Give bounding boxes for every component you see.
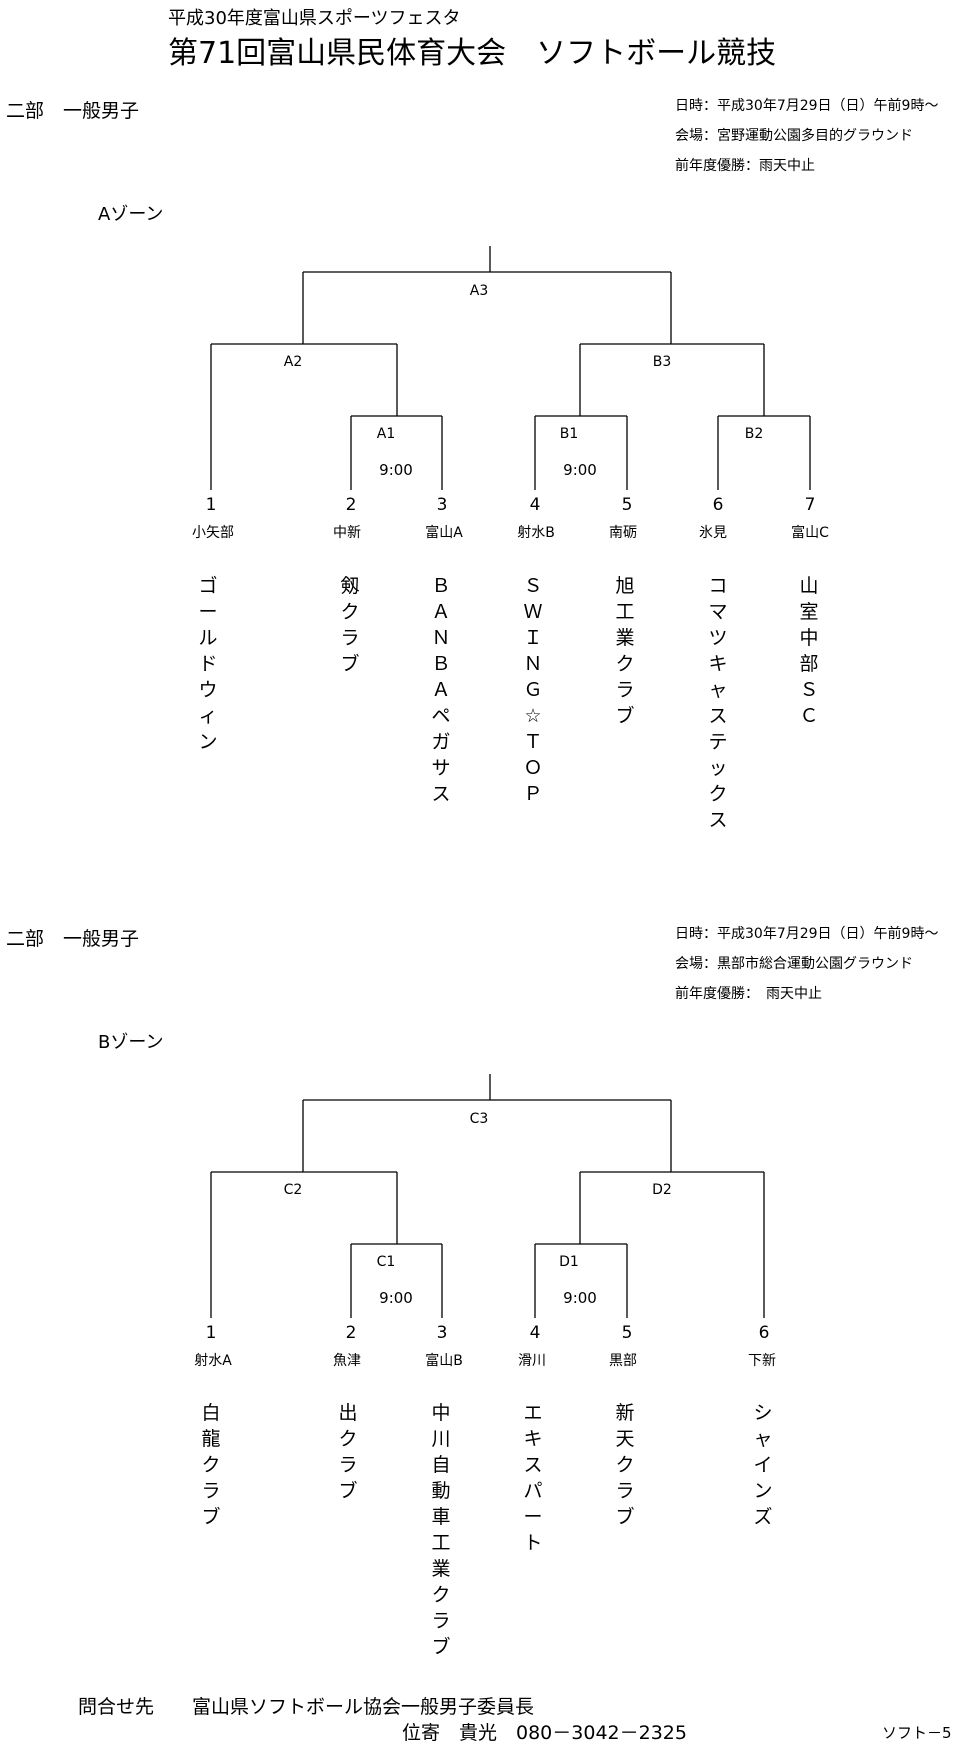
team-area: 黒部 [609, 1353, 637, 1369]
team-area: 小矢部 [192, 525, 234, 541]
bracket-lines [210, 1074, 765, 1318]
seed-number: 1 [205, 1323, 217, 1343]
team-name: 中川自動車工業クラブ [431, 1402, 451, 1658]
match-label: B1 [559, 426, 579, 442]
seed-number: 4 [529, 495, 541, 515]
match-label: A3 [469, 283, 489, 299]
seed-number: 4 [529, 1323, 541, 1343]
seed-number: 3 [436, 1323, 448, 1343]
division-label: 二部 一般男子 [6, 928, 140, 950]
team-name: 白龍クラブ [201, 1402, 221, 1528]
team-area: 下新 [748, 1353, 776, 1369]
team-area: 魚津 [333, 1353, 361, 1369]
seed-number: 6 [758, 1323, 770, 1343]
match-time: 9:00 [563, 1289, 597, 1307]
team-area: 中新 [333, 525, 361, 541]
team-name: 旭工業クラブ [615, 575, 635, 727]
event-title: 第71回富山県民体育大会 ソフトボール競技 [168, 36, 777, 71]
seed-number: 3 [436, 495, 448, 515]
division-label: 二部 一般男子 [6, 100, 140, 122]
team-name: 新天クラブ [615, 1402, 635, 1528]
match-label: C2 [283, 1182, 303, 1198]
team-name: エキスパート [523, 1402, 543, 1554]
team-name: 山室中部ＳＣ [799, 575, 819, 727]
zone-label: Aゾーン [98, 204, 164, 225]
seed-number: 1 [205, 495, 217, 515]
match-label: A2 [283, 354, 303, 370]
seed-number: 2 [345, 495, 357, 515]
match-time: 9:00 [379, 1289, 413, 1307]
match-label: B3 [652, 354, 672, 370]
team-area: 滑川 [518, 1353, 546, 1369]
team-name: ＳＷＩＮＧ☆ＴＯＰ [523, 575, 543, 805]
match-label: D1 [559, 1254, 579, 1270]
seed-number: 6 [712, 495, 724, 515]
team-name: ＢＡＮＢＡペガサス [431, 575, 451, 805]
contact-phone: 位寄 貴光 080－3042－2325 [402, 1722, 687, 1744]
team-name: 剱クラブ [340, 575, 360, 675]
event-subtitle: 平成30年度富山県スポーツフェスタ [168, 8, 461, 29]
match-label: B2 [744, 426, 764, 442]
previous-winner: 前年度優勝：雨天中止 [675, 158, 815, 174]
team-area: 南砺 [609, 525, 637, 541]
seed-number: 5 [621, 495, 633, 515]
previous-winner: 前年度優勝： 雨天中止 [675, 986, 822, 1002]
team-area: 氷見 [699, 525, 727, 541]
bracket-lines [210, 246, 811, 490]
match-label: D2 [652, 1182, 672, 1198]
event-date: 日時：平成30年7月29日（日）午前9時～ [675, 926, 939, 942]
seed-number: 7 [804, 495, 816, 515]
match-label: C3 [469, 1111, 489, 1127]
match-label: C1 [376, 1254, 396, 1270]
match-time: 9:00 [563, 461, 597, 479]
zone-label: Bゾーン [98, 1032, 164, 1053]
team-name: シャインズ [753, 1402, 773, 1528]
contact-line: 問合せ先 富山県ソフトボール協会一般男子委員長 [78, 1696, 535, 1718]
team-name: 出クラブ [338, 1402, 358, 1502]
seed-number: 2 [345, 1323, 357, 1343]
event-venue: 会場：黒部市総合運動公園グラウンド [675, 956, 913, 972]
event-date: 日時：平成30年7月29日（日）午前9時～ [675, 98, 939, 114]
match-label: A1 [376, 426, 396, 442]
event-info: 日時：平成30年7月29日（日）午前9時～ 会場：黒部市総合運動公園グラウンド … [675, 924, 938, 1004]
team-name: ゴールドウィン [198, 575, 218, 753]
team-area: 射水A [194, 1353, 232, 1369]
team-area: 富山A [425, 525, 463, 541]
team-name: コマツキャステックス [708, 575, 728, 831]
team-area: 富山C [791, 525, 829, 541]
event-venue: 会場：宮野運動公園多目的グラウンド [675, 128, 913, 144]
team-area: 射水B [517, 525, 555, 541]
event-info: 日時：平成30年7月29日（日）午前9時～ 会場：宮野運動公園多目的グラウンド … [675, 96, 938, 176]
page-reference: ソフト－5 [882, 1724, 952, 1742]
seed-number: 5 [621, 1323, 633, 1343]
match-time: 9:00 [379, 461, 413, 479]
team-area: 富山B [425, 1353, 463, 1369]
